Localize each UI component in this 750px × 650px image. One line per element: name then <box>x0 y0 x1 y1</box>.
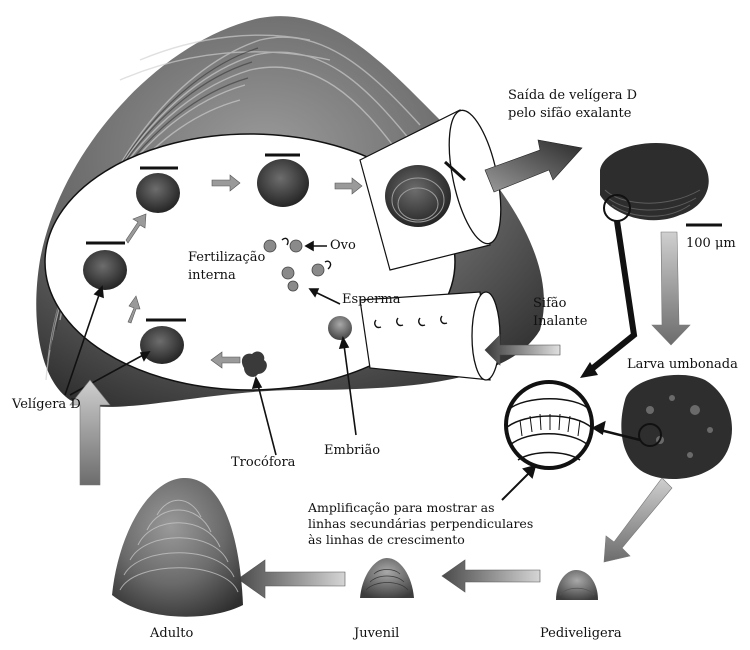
zoom-label-line3: às linhas de crescimento <box>308 532 465 548</box>
umbonate-larva <box>621 375 732 479</box>
zoom-label-line2: linhas secundárias perpendiculares <box>308 516 533 532</box>
fertilization-label-line2: interna <box>188 268 236 284</box>
fertilization-label-line1: Fertilização <box>188 250 265 266</box>
released-veliger <box>600 143 722 225</box>
zoom-label-line1: Amplificação para mostrar as <box>308 500 495 516</box>
veliger-d-label: Velígera D <box>12 397 81 413</box>
adult-clam <box>112 478 243 617</box>
umbonate-label: Larva umbonada <box>627 357 738 373</box>
egg-label: Ovo <box>330 238 356 254</box>
release-label-line2: pelo sifão exalante <box>508 106 631 122</box>
arrow-to-juvenile <box>442 560 540 592</box>
adult-label: Adulto <box>150 626 193 642</box>
zoom-circle <box>506 382 592 468</box>
arrow-to-adult <box>238 560 345 598</box>
inhalant-label-line1: Sifão <box>533 296 566 312</box>
zoom-pointer-arrow <box>502 466 535 500</box>
arrow-to-pediveliger <box>604 478 672 562</box>
juvenile-shell <box>360 558 414 598</box>
release-label-line1: Saída de velígera D <box>508 88 637 104</box>
pediveliger-label: Pediveligera <box>540 626 622 642</box>
sperm-label: Esperma <box>342 292 400 308</box>
juvenile-label: Juvenil <box>354 626 399 642</box>
embryo-label: Embrião <box>324 443 380 459</box>
embryo <box>328 316 352 340</box>
scale-bar-label: 100 μm <box>686 236 736 252</box>
release-arrow <box>485 140 582 192</box>
arrow-to-umbonate <box>652 232 690 345</box>
pediveliger-shell <box>556 570 598 600</box>
inhalant-label-line2: Inalante <box>533 314 587 330</box>
trochophore-label: Trocófora <box>231 455 295 471</box>
zoom-connector-line <box>580 221 634 378</box>
